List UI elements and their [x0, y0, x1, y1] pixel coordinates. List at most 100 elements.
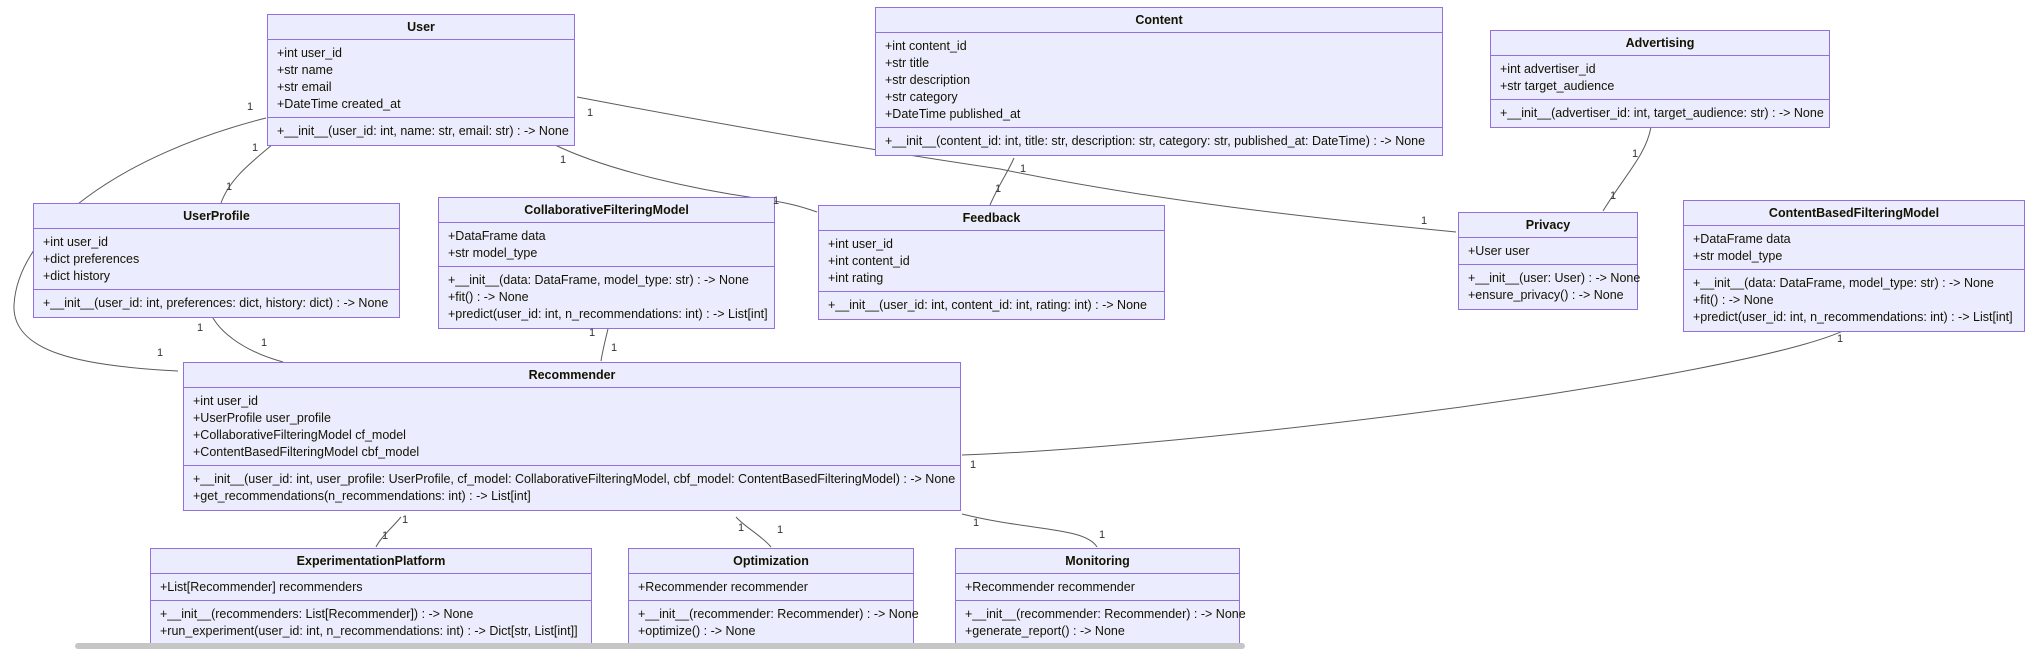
attribute-row: +Recommender recommender [638, 580, 808, 594]
class-title: CollaborativeFilteringModel [439, 198, 774, 223]
attribute-row: +DataFrame data [448, 229, 546, 243]
relationship-edge-advertising-privacy [1602, 126, 1652, 212]
method-row: +predict(user_id: int, n_recommendations… [1693, 310, 2013, 324]
uml-class-user-profile: UserProfile+int user_id+dict preferences… [33, 203, 400, 318]
class-methods: +__init__(user: User) : -> None +ensure_p… [1459, 264, 1641, 309]
attribute-row: +str name [277, 63, 333, 77]
method-row: +__init__(user_id: int, name: str, email… [277, 124, 569, 138]
class-title: Privacy [1459, 213, 1637, 238]
relationship-edge-user-user-profile [220, 143, 274, 204]
class-attributes: +int advertiser_id +str target_audience [1491, 56, 1829, 99]
attribute-row: +int content_id [828, 254, 910, 268]
attribute-row: +User user [1468, 244, 1530, 258]
class-title: ExperimentationPlatform [151, 549, 591, 574]
method-row: +get_recommendations(n_recommendations: … [193, 489, 531, 503]
attribute-row: +str description [885, 73, 971, 87]
uml-class-user: User +int user_id +str name +str email +Date… [267, 14, 575, 146]
class-methods: +__init__(content_id: int, title: str, d… [876, 127, 1442, 155]
class-attributes: +Recommender recommender [956, 574, 1239, 600]
class-title: Content [876, 8, 1442, 33]
method-row: +__init__(user_id: int, content_id: int,… [828, 298, 1147, 312]
attribute-row: +CollaborativeFilteringModel cf_model [193, 428, 406, 442]
class-methods: +__init__(data: DataFrame, model_type: s… [1684, 269, 2024, 331]
attribute-row: +str email [277, 80, 332, 94]
class-title: ContentBasedFilteringModel [1684, 201, 2024, 226]
class-title: Monitoring [956, 549, 1239, 574]
attribute-row: +int user_id [828, 237, 893, 251]
class-attributes: +int content_id +str title +str descriptio… [876, 33, 1442, 127]
attribute-row: +int content_id [885, 39, 967, 53]
uml-class-privacy: Privacy +User user +__init__(user: User) :… [1458, 212, 1641, 310]
class-methods: +__init__(recommender: Recommender) : ->… [629, 600, 919, 645]
class-attributes: +DataFrame data +str model_type [439, 223, 774, 266]
uml-class-collaborative-filtering-model: CollaborativeFilteringModel+DataFrame da… [438, 197, 775, 329]
uml-class-feedback: Feedback+int user_id+int content_id+int … [818, 205, 1165, 320]
attribute-row: +ContentBasedFilteringModel cbf_model [193, 445, 420, 459]
method-row: +__init__(recommender: Recommender) : ->… [965, 607, 1246, 621]
method-row: +fit() : -> None [1693, 293, 1774, 307]
attribute-row: +int user_id [43, 235, 108, 249]
attribute-row: +UserProfile user_profile [193, 411, 331, 425]
horizontal-scrollbar-thumb[interactable] [75, 643, 1245, 649]
method-row: +__init__(content_id: int, title: str, d… [885, 134, 1426, 148]
class-title: Advertising [1491, 31, 1829, 56]
method-row: +__init__(data: DataFrame, model_type: s… [1693, 276, 1994, 290]
relationship-edge-user-privacy [576, 96, 1457, 233]
attribute-row: +Recommender recommender [965, 580, 1135, 594]
method-row: +__init__(user_id: int, preferences: dic… [43, 296, 389, 310]
uml-class-monitoring: Monitoring +Recommender recommender +__ini… [955, 548, 1246, 646]
uml-class-optimization: Optimization +Recommender recommender +__i… [628, 548, 919, 646]
attribute-row: +int advertiser_id [1500, 62, 1596, 76]
relationship-edge-content-feedback [989, 157, 1015, 206]
uml-class-recommender: Recommender+int user_id+UserProfile user… [183, 362, 961, 511]
class-title: Optimization [629, 549, 913, 574]
attribute-row: +int user_id [277, 46, 342, 60]
class-attributes: +Recommender recommender [629, 574, 913, 600]
class-methods: +__init__(user_id: int, content_id: int,… [819, 291, 1164, 319]
class-attributes: +int user_id+dict preferences+dict histo… [34, 229, 399, 289]
method-row: +__init__(user_id: int, user_profile: Us… [193, 472, 956, 486]
method-row: +run_experiment(user_id: int, n_recommen… [160, 624, 578, 638]
class-attributes: +int user_id +str name +str email +DateTime… [268, 40, 574, 117]
relationship-edge-recommender-optimization [735, 516, 772, 548]
method-row: +generate_report() : -> None [965, 624, 1125, 638]
uml-class-experimentation-platform: ExperimentationPlatform +List[Recommender… [150, 548, 592, 646]
attribute-row: +List[Recommender] recommenders [160, 580, 363, 594]
relationship-edge-user-feedback [552, 143, 818, 213]
attribute-row: +str category [885, 90, 958, 104]
uml-class-content-based-filtering-model: ContentBasedFilteringModel+DataFrame dat… [1683, 200, 2025, 332]
attribute-row: +int user_id [193, 394, 258, 408]
method-row: +__init__(recommenders: List[Recommender… [160, 607, 474, 621]
method-row: +__init__(data: DataFrame, model_type: s… [448, 273, 749, 287]
method-row: +__init__(recommender: Recommender) : ->… [638, 607, 919, 621]
method-row: +__init__(user: User) : -> None [1468, 271, 1641, 285]
attribute-row: +int rating [828, 271, 884, 285]
attribute-row: +str title [885, 56, 930, 70]
class-methods: +__init__(user_id: int, preferences: dic… [34, 289, 399, 317]
class-methods: +__init__(advertiser_id: int, target_aud… [1491, 99, 1829, 127]
class-title: UserProfile [34, 204, 399, 229]
class-methods: +__init__(data: DataFrame, model_type: s… [439, 266, 774, 328]
class-title: User [268, 15, 574, 40]
attribute-row: +dict history [43, 269, 111, 283]
class-attributes: +DataFrame data +str model_type [1684, 226, 2024, 269]
attribute-row: +DateTime published_at [885, 107, 1021, 121]
class-methods: +__init__(recommender: Recommender) : ->… [956, 600, 1246, 645]
relationship-edge-content-based-filtering-model-recommender [961, 321, 1857, 456]
method-row: +optimize() : -> None [638, 624, 756, 638]
relationship-edge-recommender-monitoring [961, 513, 1098, 548]
method-row: +ensure_privacy() : -> None [1468, 288, 1624, 302]
attribute-row: +DataFrame data [1693, 232, 1791, 246]
class-methods: +__init__(user_id: int, user_profile: Us… [184, 465, 960, 510]
relationship-edge-recommender-experimentation-platform [375, 516, 402, 548]
relationship-edge-user-recommender [13, 117, 267, 372]
class-attributes: +int user_id +int content_id +int rating [819, 231, 1164, 291]
method-row: +fit() : -> None [448, 290, 529, 304]
class-attributes: +User user [1459, 238, 1637, 264]
attribute-row: +str model_type [1693, 249, 1783, 263]
attribute-row: +str target_audience [1500, 79, 1615, 93]
attribute-row: +str model_type [448, 246, 538, 260]
attribute-row: +DateTime created_at [277, 97, 401, 111]
